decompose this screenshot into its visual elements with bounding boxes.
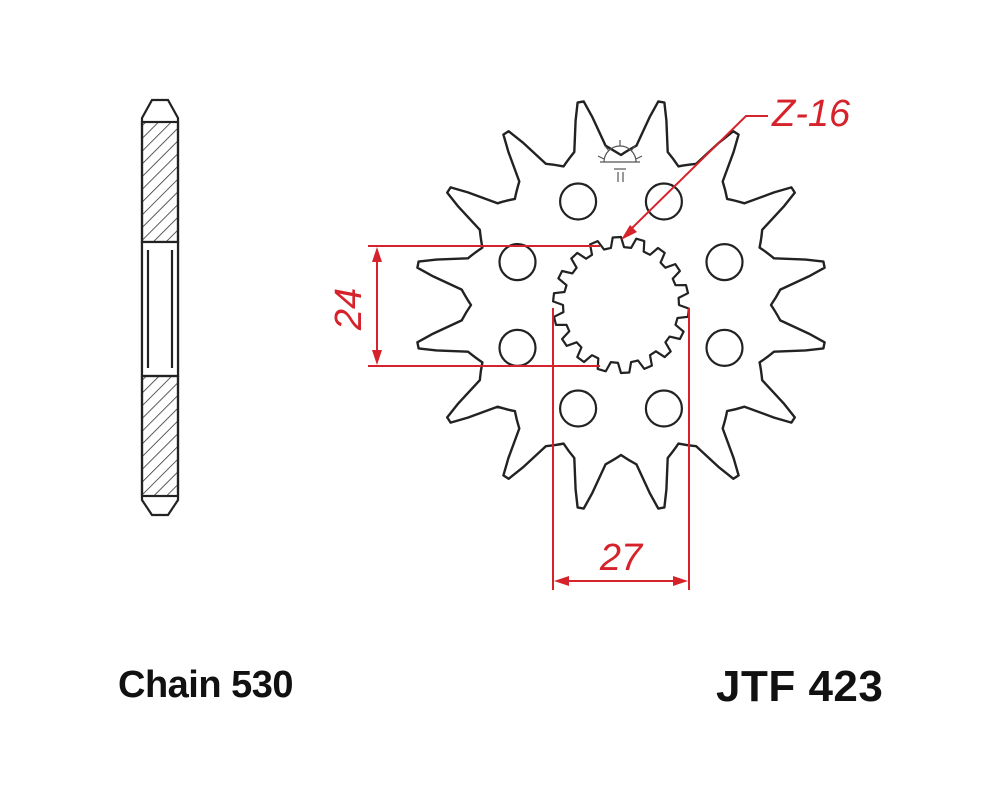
bolt-hole (498, 328, 537, 367)
side-profile-lower-hatch (140, 374, 180, 498)
bolt-hole (705, 243, 744, 282)
bolt-holes (498, 182, 744, 428)
dimension-27-label: 27 (599, 537, 644, 579)
dimension-24-label: 24 (328, 288, 370, 331)
spline-bore (552, 235, 690, 375)
bolt-hole (558, 389, 598, 428)
teeth-leader-line (625, 115, 768, 235)
chain-size-label: Chain 530 (118, 664, 294, 706)
bolt-hole (644, 389, 684, 428)
sun-logo-icon (597, 140, 643, 182)
part-number-label: JTF 423 (716, 662, 884, 711)
teeth-count-label: Z-16 (771, 93, 851, 135)
side-profile-upper-hatch (140, 120, 180, 244)
dim-24-arrow-bottom (372, 350, 382, 365)
bolt-hole (644, 182, 684, 221)
dim-24-arrow-top (372, 247, 382, 262)
bolt-hole (498, 243, 537, 282)
dim-27-arrow-right (673, 576, 688, 586)
dim-27-arrow-left (554, 576, 569, 586)
side-profile-view (140, 98, 180, 517)
bolt-hole (558, 182, 598, 221)
bolt-hole (705, 328, 744, 367)
dimension-lines (368, 115, 768, 590)
teeth-leader-arrow (621, 225, 637, 240)
